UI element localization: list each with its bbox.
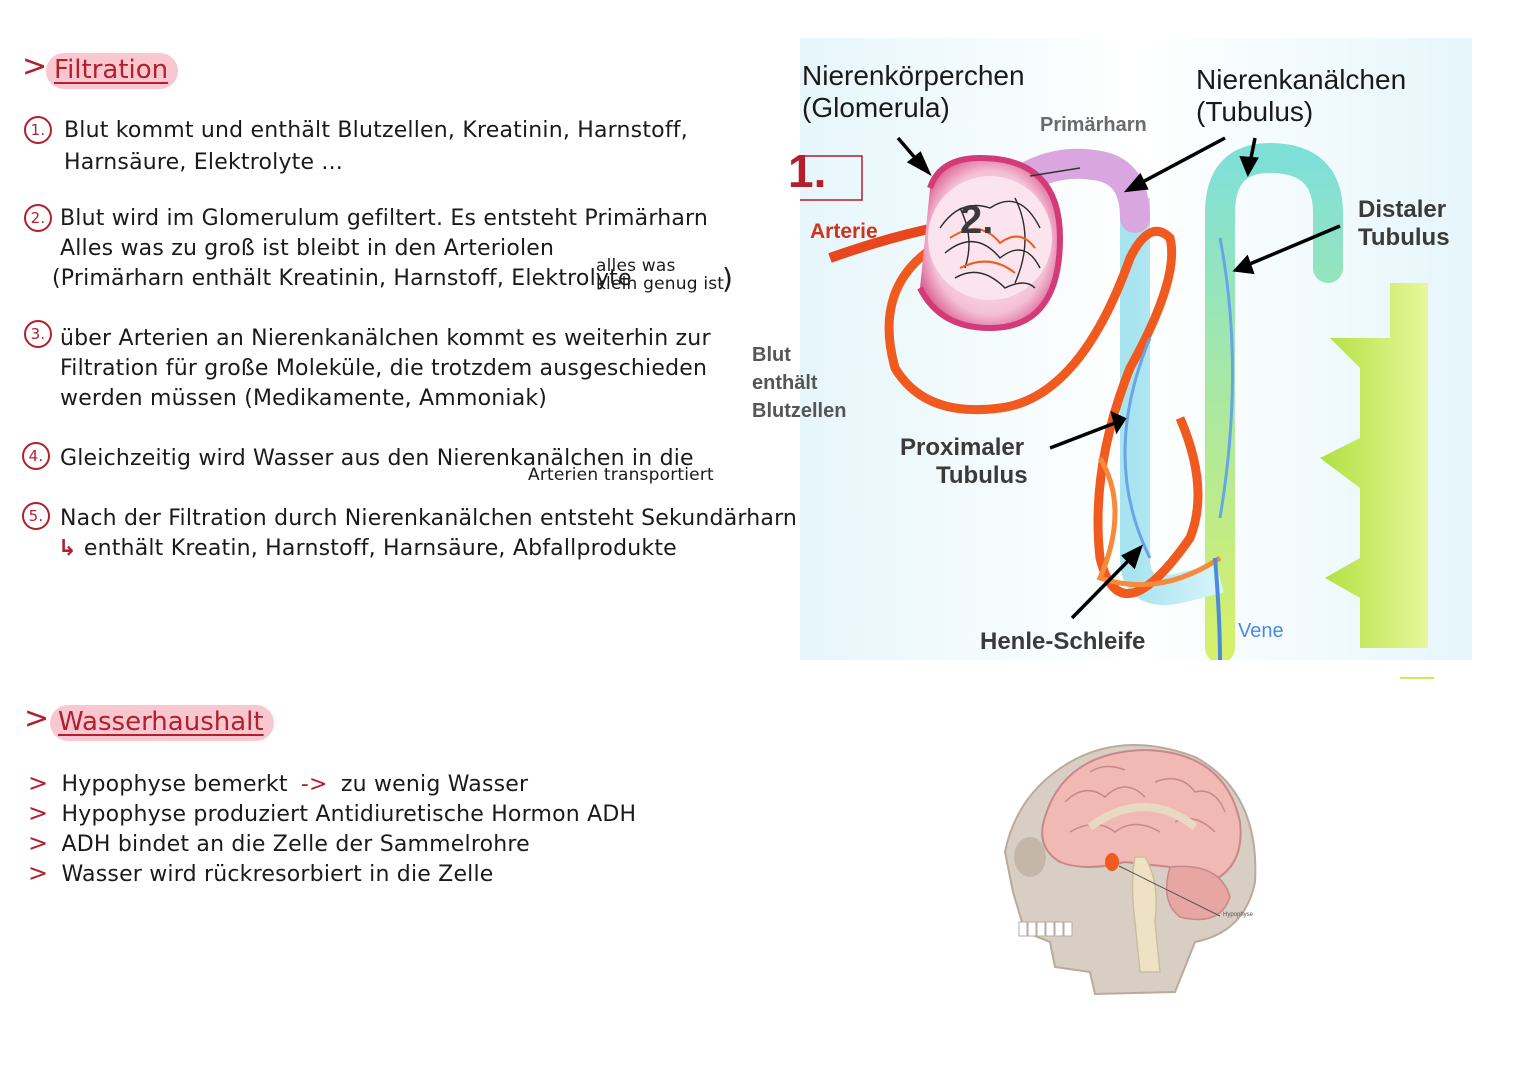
item-2-line-1: Blut wird im Glomerulum gefiltert. Es en… [60,206,709,231]
label-blut-2: enthält [752,372,818,394]
item-5-result-text: enthält Kreatin, Harnstoff, Harnsäure, A… [83,536,677,561]
label-hypophyse: Hypophyse [1223,912,1254,918]
item-2-close-paren: ) [722,262,734,295]
label-vene: Vene [1238,620,1284,642]
item-number-5: 5. [22,502,50,530]
label-proximal-2: Tubulus [936,462,1028,489]
mark-2: 2. [960,198,994,242]
item-5-arrow-line: ↳ enthält Kreatin, Harnstoff, Harnsäure,… [58,534,677,564]
bullet-icon: > [28,769,49,797]
item-3-line-3: werden müssen (Medikamente, Ammoniak) [60,386,548,411]
small-dash-mark [1400,677,1434,679]
hypophyse-marker [1105,853,1119,871]
flow-arrow-line [1029,167,1081,177]
bullet-icon: > [28,829,49,857]
label-tubulus-2: (Tubulus) [1196,96,1314,127]
bullet-icon: > [28,799,49,827]
label-glomerula-2: (Glomerula) [802,92,950,123]
bullet-icon: > [28,859,49,887]
wasser-item-1-arrow: -> [300,772,328,797]
wasser-item-2: > Hypophyse produziert Antidiuretische H… [28,798,636,830]
item-2-line-2: Alles was zu groß ist bleibt in den Arte… [60,236,555,261]
wasser-item-3-text: ADH bindet an die Zelle der Sammelrohre [61,832,530,857]
label-blut-1: Blut [752,344,791,366]
wasser-item-1-after: zu wenig Wasser [340,772,529,797]
corpus-callosum [1087,803,1198,831]
cerebellum [1165,865,1231,921]
label-distal-1: Distaler [1358,196,1447,223]
cerebrum [1041,748,1242,884]
item-4-line-1: Gleichzeitig wird Wasser aus den Nierenk… [60,446,694,471]
brainstem [1131,856,1161,973]
teeth [1018,921,1073,937]
label-tubulus-1: Nierenkanälchen [1196,64,1407,95]
item-2-note-top: alles was [596,256,676,276]
wasser-item-2-text: Hypophyse produziert Antidiuretische Hor… [61,802,637,827]
mark-1: 1. [788,145,827,197]
nephron-diagram: Nierenkörperchen (Glomerula) Nierenkanäl… [787,38,1472,663]
nephron-illustration [787,38,1472,663]
capillary-network [1096,456,1222,588]
label-distal-2: Tubulus [1358,224,1450,251]
item-4-sub: Arterien transportiert [528,465,714,485]
brain-illustration: Hypophyse [995,732,1265,998]
heading-marker-wasserhaushalt: > [24,701,50,736]
label-glomerula-1: Nierenkörperchen [802,60,1025,91]
wasser-item-4: > Wasser wird rückresorbiert in die Zell… [28,858,494,890]
vein-vessel [1213,557,1222,661]
item-number-4: 4. [22,442,50,470]
distal-tubule [1205,142,1343,663]
item-1-line-2: Harnsäure, Elektrolyte ... [64,150,343,175]
item-number-1: 1. [24,116,52,144]
pointer-arrows [896,136,1341,620]
eye-orbit [1014,837,1046,877]
filtration-heading: Filtration [46,53,179,89]
corner-arrow-icon: ↳ [58,536,77,561]
wasser-item-3: > ADH bindet an die Zelle der Sammelrohr… [28,828,530,860]
primaerharn-tube [1010,148,1150,233]
brain-svg [1003,744,1257,996]
collecting-duct [1320,283,1428,648]
wasserhaushalt-heading: Wasserhaushalt [50,705,274,741]
item-number-3: 3. [24,320,52,348]
label-henle: Henle-Schleife [980,628,1146,655]
wasser-item-1-text: Hypophyse bemerkt [61,772,288,797]
item-number-2: 2. [24,204,52,232]
heading-marker-filtration: > [22,49,48,84]
item-2-note-bottom: klein genug ist [596,274,725,294]
label-primaerharn: Primärharn [1040,114,1147,136]
label-blut-3: Blutzellen [752,400,847,422]
item-3-line-2: Filtration für große Moleküle, die trotz… [60,356,708,381]
label-proximal-1: Proximaler [900,434,1025,461]
wasser-item-1: > Hypophyse bemerkt -> zu wenig Wasser [28,768,528,800]
label-arterie: Arterie [810,220,878,243]
item-3-line-1: über Arterien an Nierenkanälchen kommt e… [60,326,711,351]
item-2-line-3: (Primärharn enthält Kreatinin, Harnstoff… [52,266,632,291]
item-5-line-1: Nach der Filtration durch Nierenkanälche… [60,506,798,531]
wasser-item-4-text: Wasser wird rückresorbiert in die Zelle [61,862,494,887]
brain-gyri [1064,765,1226,833]
hypophyse-pointer [1118,865,1221,917]
item-1-line-1: Blut kommt und enthält Blutzellen, Kreat… [64,118,688,143]
